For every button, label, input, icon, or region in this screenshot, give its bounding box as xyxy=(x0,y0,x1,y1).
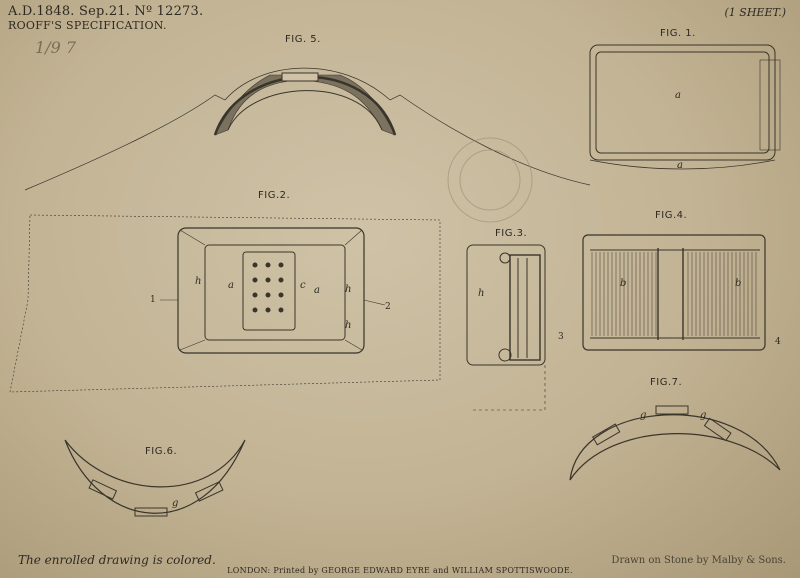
fig1-letter-a: a xyxy=(675,90,681,101)
fig4-slatted-box xyxy=(582,234,766,351)
fig2-frame xyxy=(9,214,441,393)
fig7-label: FIG.7. xyxy=(650,377,683,388)
fig1-label: FIG. 1. xyxy=(660,28,696,39)
fig2-section-mark-1: 1 xyxy=(150,295,156,305)
specification-title: ROOFF'S SPECIFICATION. xyxy=(8,19,167,32)
printer-imprint: LONDON: Printed by GEORGE EDWARD EYRE an… xyxy=(227,566,573,575)
patent-number: A.D.1848. Sep.21. Nº 12273. xyxy=(8,4,204,19)
fig2-perforations xyxy=(252,262,284,313)
fig2-letter-a: a xyxy=(228,280,234,291)
fig2-letter-h3: h xyxy=(345,320,352,331)
fig2-letter-h2: h xyxy=(345,284,352,295)
fig5-arch xyxy=(24,67,591,191)
office-stamp-seal xyxy=(447,137,533,223)
fig2-letter-a2: a xyxy=(314,285,320,296)
fig4-section-mark-3: 3 xyxy=(558,332,564,342)
fig4-letter-b2: b xyxy=(735,278,742,289)
fig6-letter-g: g xyxy=(172,498,179,509)
enrolled-note: The enrolled drawing is colored. xyxy=(18,553,216,567)
fig7-letter-g2: g xyxy=(700,410,707,421)
fig3-letter-h: h xyxy=(478,288,485,299)
fig7-letter-g: g xyxy=(640,410,647,421)
fig4-letter-b: b xyxy=(620,278,627,289)
fig2-section-mark-2: 2 xyxy=(385,302,391,312)
fig5-label: FIG. 5. xyxy=(285,34,321,45)
lithographer-credit: Drawn on Stone by Malby & Sons. xyxy=(611,555,786,566)
fig4-label: FIG.4. xyxy=(655,210,688,221)
fig4-section-mark-4: 4 xyxy=(775,337,781,347)
fig2-letter-h: h xyxy=(195,276,202,287)
handwritten-note: 1/9 7 xyxy=(35,38,77,57)
fig4-slats xyxy=(591,252,757,336)
fig6-label: FIG.6. xyxy=(145,446,178,457)
fig3-section xyxy=(466,244,546,411)
sheet-count-label: (1 SHEET.) xyxy=(724,6,786,19)
fig1-letter-a-bottom: a xyxy=(677,160,683,171)
fig1-frame xyxy=(589,44,781,170)
fig7-crescent xyxy=(569,405,781,481)
fig3-label: FIG.3. xyxy=(495,228,528,239)
fig2-letter-c: c xyxy=(300,280,306,291)
fig6-crescent xyxy=(64,439,246,517)
fig2-label: FIG.2. xyxy=(258,190,291,201)
